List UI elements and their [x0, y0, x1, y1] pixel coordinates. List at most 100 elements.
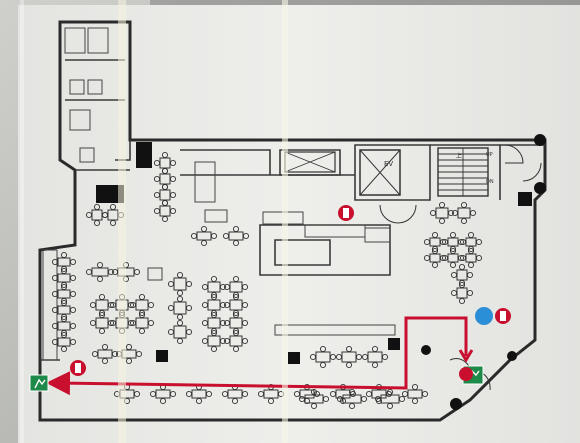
chair: [127, 301, 135, 309]
chair: [457, 254, 465, 262]
elevator-label: EV: [384, 160, 393, 168]
chair: [111, 268, 119, 276]
chair: [423, 238, 431, 246]
chair: [313, 390, 321, 398]
chair: [450, 289, 458, 297]
chair: [438, 201, 446, 209]
chair: [210, 345, 218, 353]
chair: [85, 211, 93, 219]
chair: [129, 301, 137, 309]
chair: [107, 268, 115, 276]
chair: [185, 328, 193, 336]
chair: [475, 254, 483, 262]
chair: [219, 301, 227, 309]
chair: [371, 361, 379, 369]
chair: [101, 357, 109, 365]
chair: [242, 232, 250, 240]
chair: [232, 291, 240, 299]
chair: [223, 301, 231, 309]
chair: [135, 350, 143, 358]
chair: [441, 238, 449, 246]
chair: [176, 319, 184, 327]
chair: [205, 390, 213, 398]
chair: [232, 275, 240, 283]
chair: [322, 395, 330, 403]
chair: [98, 293, 106, 301]
you-are-here-icon: [475, 307, 493, 325]
chair: [129, 319, 137, 327]
chair: [438, 217, 446, 225]
chair: [458, 297, 466, 305]
chair: [398, 395, 406, 403]
chair: [222, 232, 230, 240]
chair: [51, 306, 59, 314]
fire-extinguisher-icon: [459, 367, 473, 381]
chair: [109, 301, 117, 309]
chair: [223, 319, 231, 327]
chair: [69, 258, 77, 266]
chair: [138, 293, 146, 301]
chair: [96, 275, 104, 283]
chair: [98, 327, 106, 335]
chair: [421, 390, 429, 398]
chair: [153, 159, 161, 167]
route-arrow-down: [458, 349, 474, 363]
chair: [223, 337, 231, 345]
chair: [200, 225, 208, 233]
chair: [176, 313, 184, 321]
stairs-label-up: UP: [486, 152, 493, 158]
chair: [169, 175, 177, 183]
chair: [85, 268, 93, 276]
chair: [60, 281, 68, 289]
chair: [431, 261, 439, 269]
chair: [201, 283, 209, 291]
chair: [69, 338, 77, 346]
chair: [439, 238, 447, 246]
chair: [458, 279, 466, 287]
chair: [309, 353, 317, 361]
chair: [69, 274, 77, 282]
chair: [360, 395, 368, 403]
chair: [329, 390, 337, 398]
chair: [96, 261, 104, 269]
chair: [441, 254, 449, 262]
chair: [138, 327, 146, 335]
restrooms: [64, 27, 109, 163]
chair: [89, 301, 97, 309]
chair: [329, 353, 337, 361]
chair: [60, 267, 68, 275]
chair: [257, 390, 265, 398]
chair: [459, 238, 467, 246]
chair: [431, 247, 439, 255]
chair: [319, 345, 327, 353]
chair: [210, 275, 218, 283]
chair: [232, 225, 240, 233]
chair: [51, 322, 59, 330]
chair: [241, 319, 249, 327]
dining-tables: [51, 151, 483, 410]
chair: [386, 402, 394, 410]
chair: [449, 261, 457, 269]
chair: [401, 390, 409, 398]
chair: [381, 353, 389, 361]
chair: [232, 327, 240, 335]
chair: [109, 219, 117, 227]
chair: [210, 311, 218, 319]
chair: [467, 231, 475, 239]
chair: [374, 395, 382, 403]
chair: [60, 313, 68, 321]
chair: [345, 361, 353, 369]
chair: [190, 232, 198, 240]
chair: [450, 271, 458, 279]
chair: [210, 327, 218, 335]
chair: [241, 390, 249, 398]
exit-sign-left: [29, 374, 49, 392]
chair: [91, 350, 99, 358]
chair: [69, 290, 77, 298]
chair: [386, 388, 394, 396]
chair: [467, 247, 475, 255]
walls: [38, 20, 547, 422]
chair: [293, 390, 301, 398]
chair: [466, 289, 474, 297]
